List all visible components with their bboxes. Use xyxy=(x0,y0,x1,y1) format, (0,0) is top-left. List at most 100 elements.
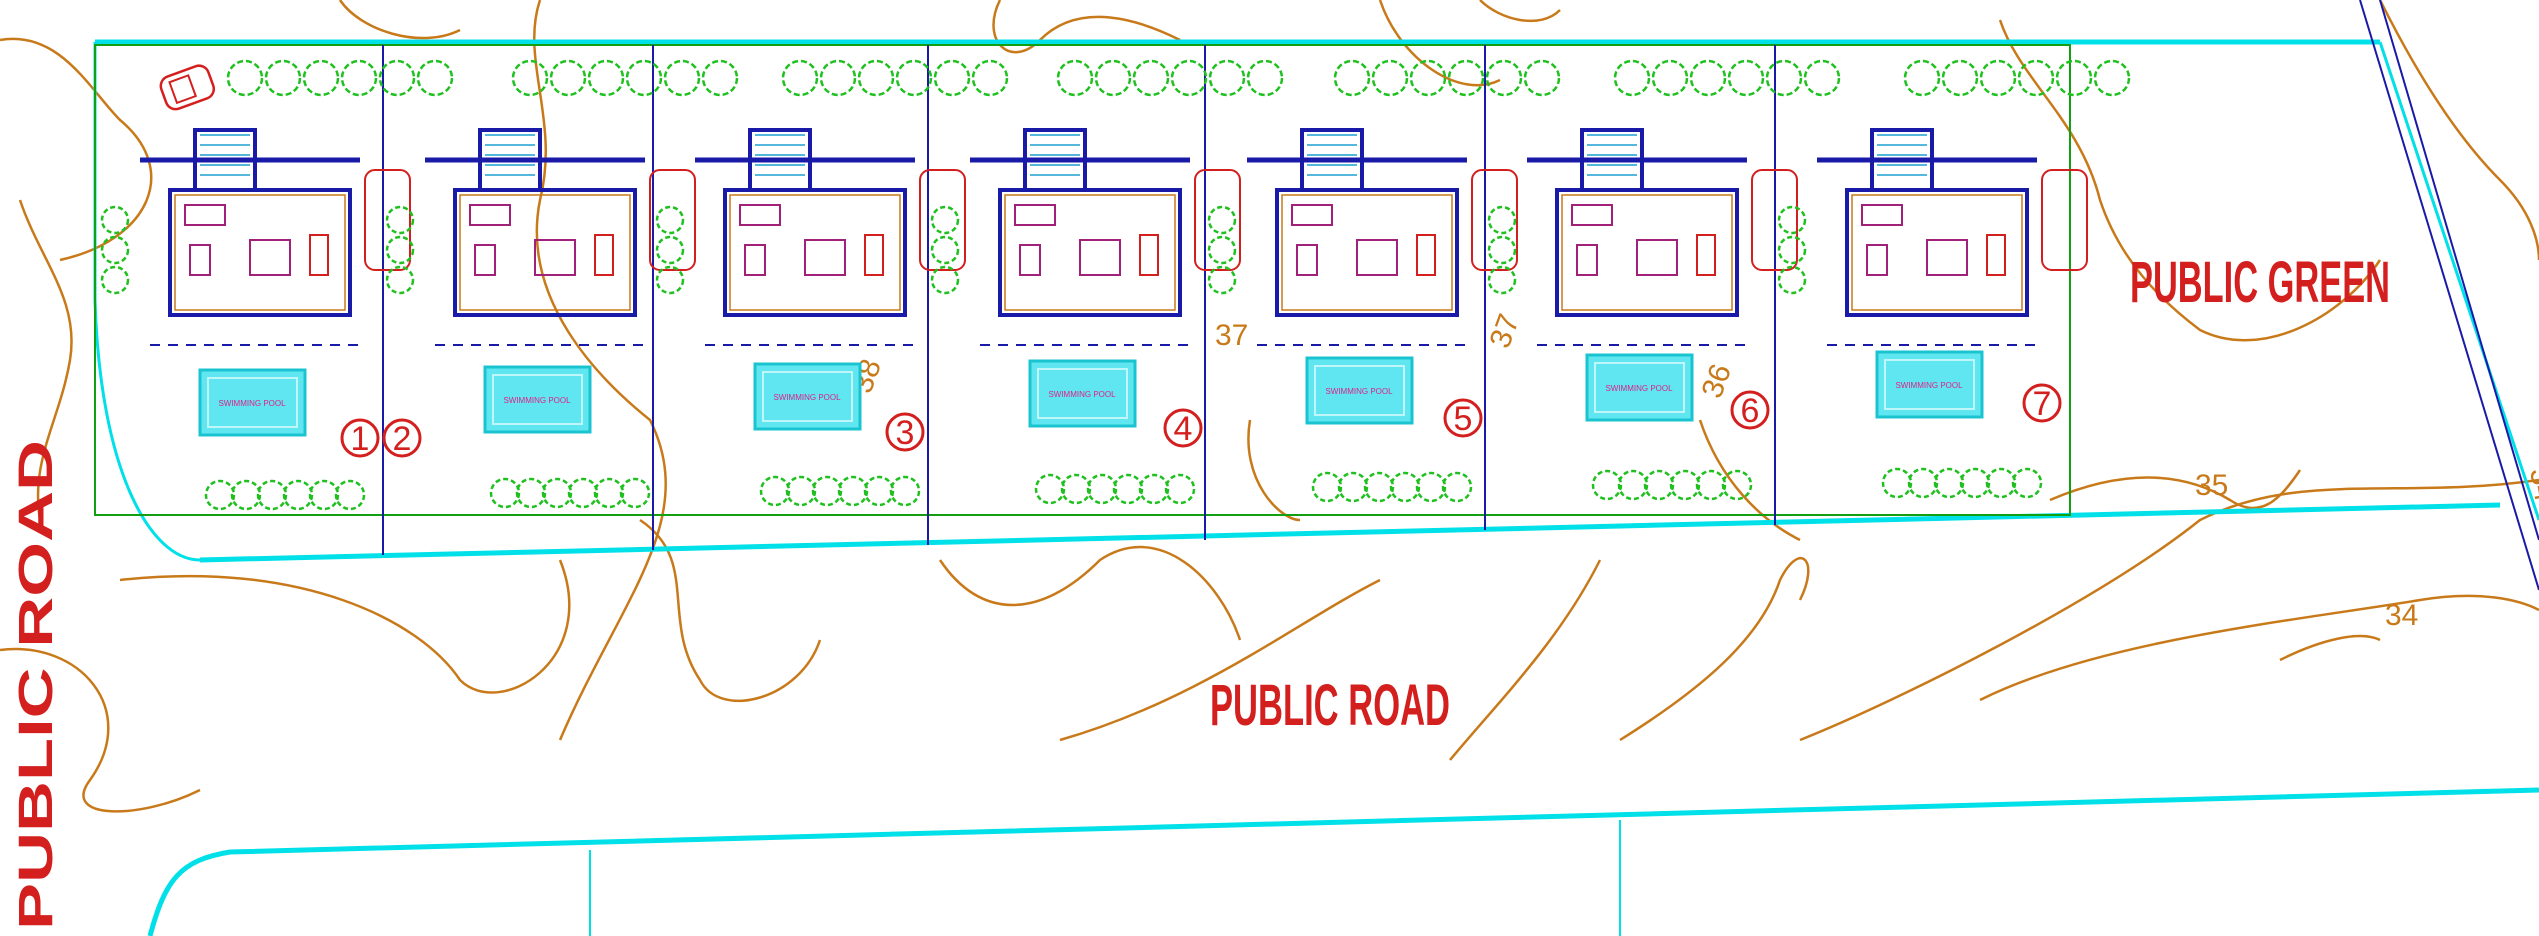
tree-icon xyxy=(340,59,378,97)
tree-icon xyxy=(1487,265,1517,295)
tree-icon xyxy=(1907,467,1939,499)
tree-icon xyxy=(655,205,685,235)
tree-icon xyxy=(1333,59,1371,97)
tree-icon xyxy=(895,59,933,97)
tree-icon xyxy=(1881,467,1913,499)
lot-number-text: 1 xyxy=(351,420,370,458)
dining-table xyxy=(1926,239,1968,276)
tree-icon xyxy=(785,475,817,507)
tree-icon xyxy=(100,205,130,235)
tree-icon xyxy=(933,59,971,97)
contour-label: 35 xyxy=(2195,469,2228,502)
house-walls xyxy=(168,188,352,317)
tree-icon xyxy=(385,205,415,235)
lot-number-circle xyxy=(1730,390,1770,430)
contour-label: 34 xyxy=(2385,599,2418,632)
contour-label: 36 xyxy=(1696,360,1738,403)
tree-icon xyxy=(1643,469,1675,501)
tree-icon xyxy=(541,477,573,509)
pool-edge xyxy=(1314,365,1405,416)
tree-icon xyxy=(1409,59,1447,97)
house-walls xyxy=(1275,188,1459,317)
lot: SWIMMING POOL xyxy=(1207,59,1561,503)
tree-icon xyxy=(1207,265,1237,295)
swimming-pool xyxy=(1875,350,1984,419)
tree-icon xyxy=(416,59,454,97)
tree-icon xyxy=(1669,469,1701,501)
pool-label: SWIMMING POOL xyxy=(1605,384,1673,393)
tree-icon xyxy=(1651,59,1689,97)
tree-icon xyxy=(655,235,685,265)
tree-row xyxy=(655,59,1009,507)
tree-icon xyxy=(1337,471,1369,503)
sofa xyxy=(739,204,781,226)
kitchen-counter xyxy=(309,234,329,276)
tree-icon xyxy=(1727,59,1765,97)
lot-number-text: 3 xyxy=(896,414,915,452)
property-line xyxy=(2379,0,2539,541)
tree-icon xyxy=(385,265,415,295)
property-line xyxy=(2359,0,2539,591)
tree-icon xyxy=(1613,59,1651,97)
lot-number-text: 4 xyxy=(1174,410,1193,448)
swimming-pool xyxy=(753,362,862,431)
tree-icon xyxy=(2017,59,2055,97)
sofa xyxy=(1291,204,1333,226)
parked-car xyxy=(1751,169,1798,271)
tree-icon xyxy=(837,475,869,507)
pool-edge xyxy=(492,374,583,425)
lot-number-badge: 6 xyxy=(1730,390,1770,430)
lot: SWIMMING POOL xyxy=(930,59,1284,505)
pool-label: SWIMMING POOL xyxy=(1048,390,1116,399)
tree-icon xyxy=(1721,469,1753,501)
tree-icon xyxy=(567,477,599,509)
floor-outline xyxy=(1561,194,1733,311)
tree-icon xyxy=(701,59,739,97)
tree-row xyxy=(1207,59,1561,503)
tree-icon xyxy=(587,59,625,97)
tree-icon xyxy=(378,59,416,97)
kitchen-counter xyxy=(1416,234,1436,276)
public-road-west-label: PUBLIC ROAD xyxy=(10,440,63,930)
house-walls xyxy=(723,188,907,317)
lot-dividers xyxy=(382,45,1776,555)
tree-icon xyxy=(663,59,701,97)
tree-icon xyxy=(308,479,340,511)
dining-table xyxy=(1356,239,1398,276)
lot-number-badge: 3 xyxy=(885,412,925,452)
tree-icon xyxy=(593,477,625,509)
parked-car xyxy=(2041,169,2088,271)
parked-car xyxy=(649,169,696,271)
lot: SWIMMING POOL xyxy=(1777,59,2131,499)
dining-table xyxy=(1636,239,1678,276)
floor-outline xyxy=(1281,194,1453,311)
lot-number-circle xyxy=(2022,383,2062,423)
tree-row xyxy=(1777,59,2131,499)
tree-icon xyxy=(1777,205,1807,235)
tree-icon xyxy=(1132,59,1170,97)
tree-icon xyxy=(819,59,857,97)
floor-outline xyxy=(174,194,346,311)
tree-icon xyxy=(1487,205,1517,235)
floor-outline xyxy=(1004,194,1176,311)
lot-number-badge: 1 xyxy=(340,418,380,458)
tree-icon xyxy=(2055,59,2093,97)
tree-icon xyxy=(1591,469,1623,501)
lot-number-text: 7 xyxy=(2033,385,2052,423)
tree-icon xyxy=(930,265,960,295)
swimming-pool xyxy=(1028,359,1137,428)
tree-icon xyxy=(1689,59,1727,97)
tree-icon xyxy=(256,479,288,511)
lot-number-badge: 7 xyxy=(2022,383,2062,423)
tree-icon xyxy=(1207,235,1237,265)
kitchen-counter xyxy=(1139,234,1159,276)
dining-table xyxy=(249,239,291,276)
armchair xyxy=(474,244,496,276)
swimming-pool xyxy=(198,368,307,437)
tree-icon xyxy=(759,475,791,507)
armchair xyxy=(1576,244,1598,276)
dining-table xyxy=(804,239,846,276)
lot-number-badge: 5 xyxy=(1443,398,1483,438)
tree-icon xyxy=(1371,59,1409,97)
armchair xyxy=(1019,244,1041,276)
